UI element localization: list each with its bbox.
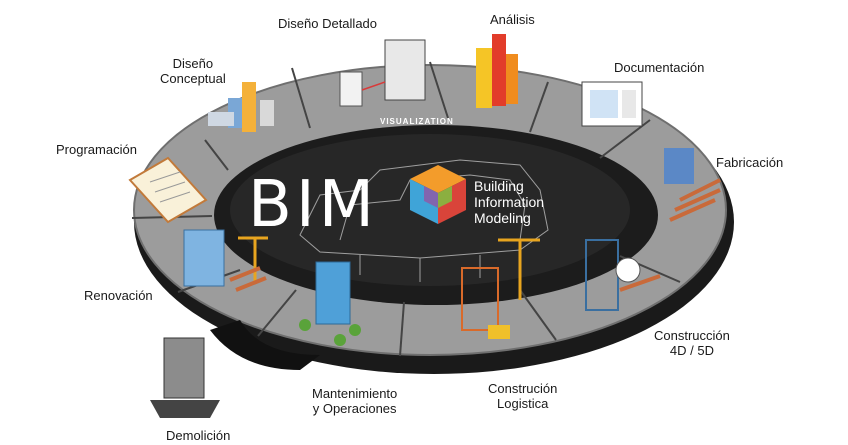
stage-diseno-conceptual-line-1: Diseño (172, 56, 214, 71)
stage-renovacion: Renovación (84, 288, 153, 303)
stage-diseno-conceptual: Diseño Conceptual (160, 56, 226, 86)
bim-line-2: Information (474, 194, 545, 210)
bim-line-3: Modeling (474, 210, 531, 226)
stage-mantenimiento: Mantenimiento y Operaciones (312, 386, 397, 416)
stage-programacion: Programación (56, 142, 137, 157)
documentacion-illustration (581, 81, 643, 127)
ring-visualization-label: VISUALIZATION (380, 117, 454, 126)
stage-fabricacion: Fabricación (716, 155, 784, 170)
stage-mantenimiento-line-1: Mantenimiento (312, 386, 398, 401)
stage-documentacion: Documentación (614, 60, 705, 75)
logistica-illustration (461, 238, 540, 339)
stage-construccion-line-2: 4D / 5D (669, 343, 714, 358)
stage-logistica-line-1: Construción (488, 381, 558, 396)
bim-full-name: Building Information Modeling (474, 178, 544, 226)
stage-diseno-detallado: Diseño Detallado (278, 16, 378, 31)
stage-construccion-4d5d: Construcción 4D / 5D (654, 328, 730, 358)
bim-acronym: BIM (248, 168, 378, 242)
ring-tail (210, 320, 320, 370)
stage-construccion-line-1: Construcción (654, 328, 730, 343)
diseno-conceptual-illustration (208, 82, 274, 132)
demolicion-illustration (150, 337, 220, 418)
stage-demolicion: Demolición (166, 428, 231, 443)
programacion-illustration (128, 156, 208, 224)
analisis-illustration (476, 34, 518, 108)
stage-mantenimiento-line-2: y Operaciones (312, 401, 397, 416)
diseno-detallado-illustration (339, 39, 426, 107)
stage-diseno-conceptual-line-2: Conceptual (160, 71, 226, 86)
fabricacion-illustration (664, 148, 721, 222)
mantenimiento-illustration (299, 261, 361, 346)
bim-cube-icon (410, 165, 466, 224)
bim-line-1: Building (474, 178, 524, 194)
renovacion-illustration (183, 229, 268, 292)
construccion-illustration (585, 239, 661, 311)
stage-logistica-line-2: Logistica (497, 396, 549, 411)
stage-analisis: Análisis (490, 12, 535, 27)
stage-logistica: Construción Logistica (488, 381, 557, 411)
